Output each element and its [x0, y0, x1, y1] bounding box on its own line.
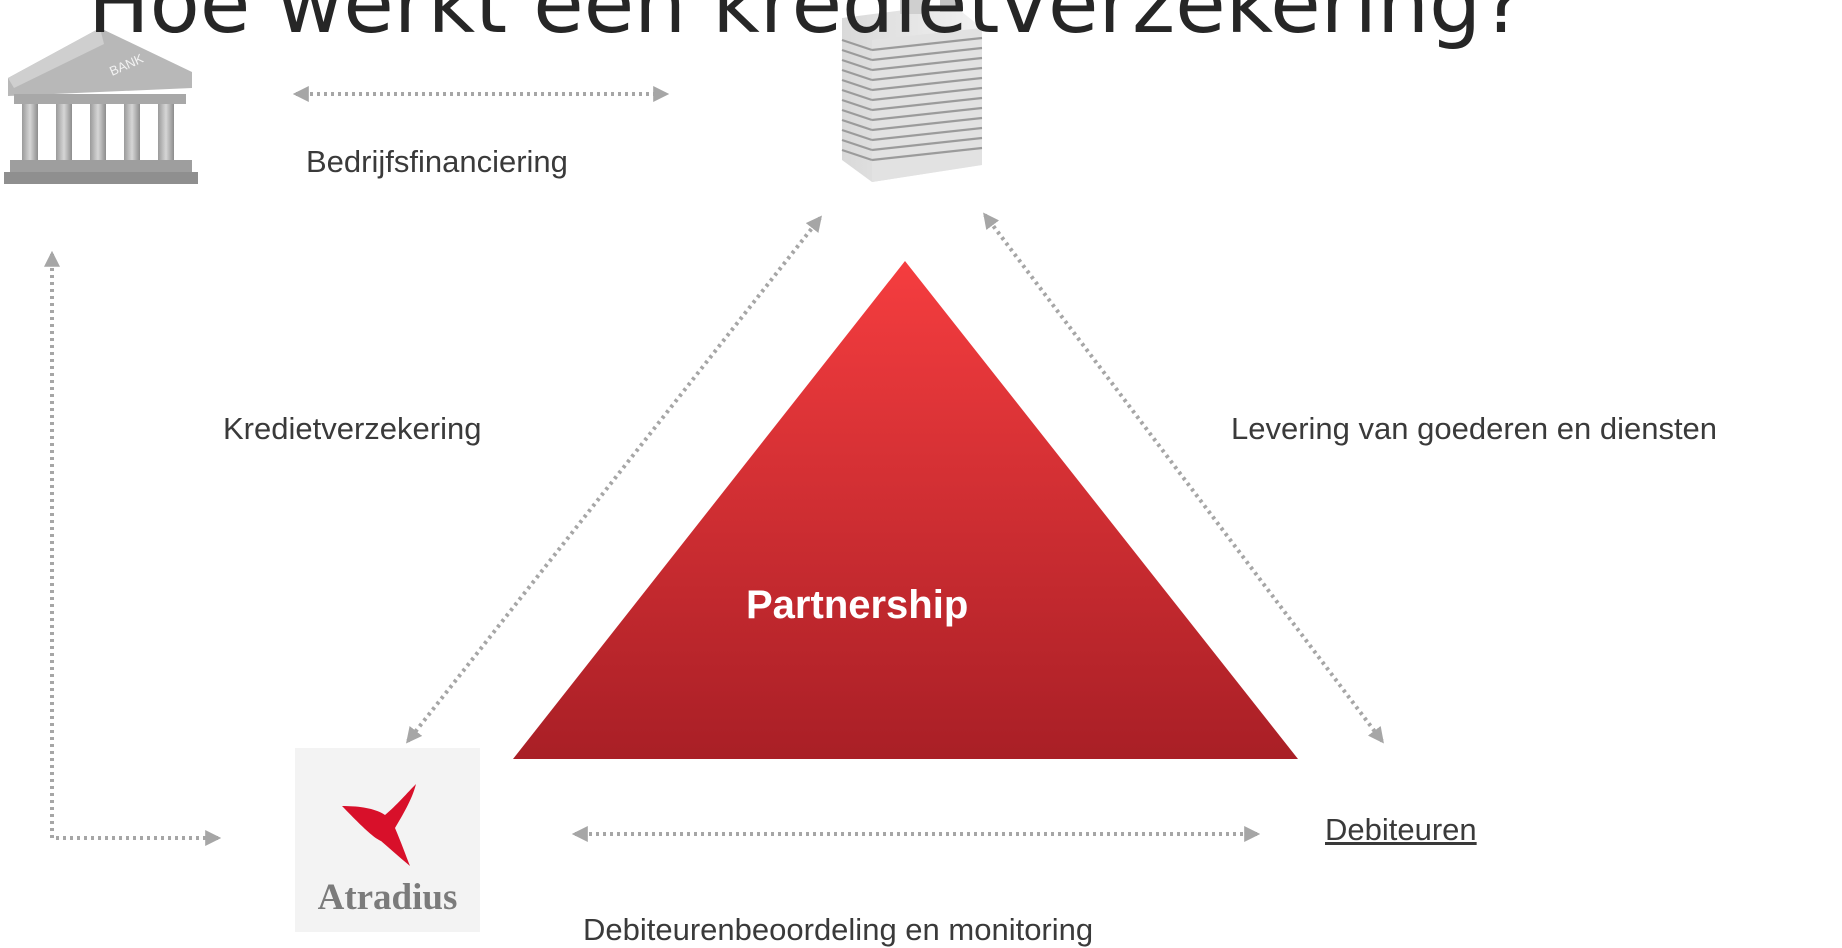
- label-financing: Bedrijfsfinanciering: [306, 144, 568, 179]
- partnership-label: Partnership: [746, 583, 969, 627]
- page-title: Hoe werkt een kredietverzekering?: [88, 0, 1525, 52]
- atradius-logo: Atradius: [295, 748, 480, 932]
- atradius-wordmark: Atradius: [317, 877, 458, 918]
- bank-icon: BANK: [4, 28, 198, 184]
- arrow-bank-atradius: [44, 250, 222, 846]
- partnership-triangle: [513, 261, 1298, 759]
- arrow-company-atradius: [406, 215, 822, 744]
- label-delivery: Levering van goederen en diensten: [1231, 411, 1718, 446]
- label-debtors: Debiteuren: [1325, 812, 1477, 847]
- label-debtor-assessment: Debiteurenbeoordeling en monitoring: [583, 912, 1094, 947]
- atradius-mark-icon: [342, 784, 416, 866]
- arrow-company-debtors: [983, 212, 1384, 744]
- office-building-icon: [841, 0, 983, 182]
- label-credit-insurance: Kredietverzekering: [223, 411, 482, 446]
